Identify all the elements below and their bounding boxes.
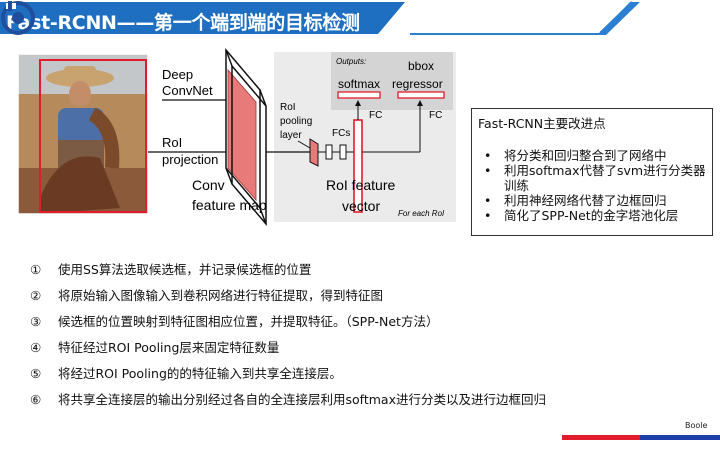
roi-feature-vector-label-2: vector xyxy=(342,198,380,214)
conv-feature-map xyxy=(225,48,267,227)
conv-feature-map-label-1: Conv xyxy=(192,177,225,193)
improvements-list: •将分类和回归整合到了网络中 •利用softmax代替了svm进行分类器训练 •… xyxy=(478,148,706,223)
fc-block-2 xyxy=(339,144,347,160)
step-6: ⑥ 将共享全连接层的输出分别经过各自的全连接层利用softmax进行分类以及进行边… xyxy=(30,392,690,418)
improvements-title: Fast-RCNN主要改进点 xyxy=(478,116,606,131)
roi-projection-label-1: RoI xyxy=(162,135,182,150)
list-item: •利用神经网络代替了边框回归 xyxy=(484,193,667,208)
page-title: Fast-RCNN——第一个端到端的目标检测 xyxy=(6,12,360,34)
fast-rcnn-architecture-diagram: Deep ConvNet RoI projection Conv feature… xyxy=(17,48,456,227)
list-item: •简化了SPP-Net的金字塔池化层 xyxy=(484,208,679,223)
regressor-label: regressor xyxy=(392,77,443,91)
roi-pooling-label-2: pooling xyxy=(280,116,312,127)
softmax-output-block xyxy=(337,91,381,99)
improvements-box: Fast-RCNN主要改进点 •将分类和回归整合到了网络中 •利用softmax… xyxy=(471,108,713,236)
step-1: ① 使用SS算法选取候选框，并记录候选框的位置 xyxy=(30,262,690,288)
bullet-icon: • xyxy=(484,193,492,208)
bbox-output-block xyxy=(397,91,445,99)
title-banner: Fast-RCNN——第一个端到端的目标检测 xyxy=(0,0,720,42)
conv-feature-map-label-2: feature map xyxy=(192,197,267,213)
fc-label-bbox: FC xyxy=(429,110,442,121)
step-number: ⑥ xyxy=(30,392,42,407)
roi-pooling-label-1: RoI xyxy=(280,102,296,113)
roi-feature-vector-label-1: RoI feature xyxy=(326,177,395,193)
outputs-label: Outputs: xyxy=(336,57,366,66)
list-item: •将分类和回归整合到了网络中 xyxy=(484,148,667,163)
deep-convnet-label-2: ConvNet xyxy=(162,83,213,98)
step-number: ② xyxy=(30,288,42,303)
step-2: ② 将原始输入图像输入到卷积网络进行特征提取，得到特征图 xyxy=(30,288,690,314)
banner-shape xyxy=(0,1,640,35)
fcs-label: FCs xyxy=(332,128,350,139)
step-text: 使用SS算法选取候选框，并记录候选框的位置 xyxy=(58,262,312,277)
outputs-panel xyxy=(331,52,453,110)
step-text: 将经过ROI Pooling的的特征输入到共享全连接层。 xyxy=(58,366,342,381)
roi-pool-block xyxy=(309,138,319,167)
fc-block-1 xyxy=(325,144,333,160)
bullet-icon: • xyxy=(484,163,492,178)
step-text: 特征经过ROI Pooling层来固定特征数量 xyxy=(58,340,280,355)
step-text: 候选框的位置映射到特征图相应位置，并提取特征。（SPP-Net方法） xyxy=(58,314,439,329)
step-number: ⑤ xyxy=(30,366,42,381)
for-each-roi-label: For each RoI xyxy=(398,209,445,218)
fc-label-softmax: FC xyxy=(369,110,382,121)
step-5: ⑤ 将经过ROI Pooling的的特征输入到共享全连接层。 xyxy=(30,366,690,392)
step-3: ③ 候选框的位置映射到特征图相应位置，并提取特征。（SPP-Net方法） xyxy=(30,314,690,340)
steps-list: ① 使用SS算法选取候选框，并记录候选框的位置 ② 将原始输入图像输入到卷积网络进行… xyxy=(30,262,690,418)
footer-bar-red xyxy=(562,435,640,440)
bullet-icon: • xyxy=(484,148,492,163)
list-item: •利用softmax代替了svm进行分类器训练 xyxy=(484,163,706,193)
step-number: ③ xyxy=(30,314,42,329)
input-photo xyxy=(18,54,148,214)
step-text: 将共享全连接层的输出分别经过各自的全连接层利用softmax进行分类以及进行边框… xyxy=(58,392,546,407)
image-border xyxy=(17,53,149,215)
bullet-icon: • xyxy=(484,208,492,223)
boole-logo-icon xyxy=(1,1,35,35)
step-number: ④ xyxy=(30,340,42,355)
deep-convnet-label-1: Deep xyxy=(162,67,193,82)
softmax-label: softmax xyxy=(338,77,380,91)
step-text: 将原始输入图像输入到卷积网络进行特征提取，得到特征图 xyxy=(58,288,384,303)
step-4: ④ 特征经过ROI Pooling层来固定特征数量 xyxy=(30,340,690,366)
brand-label: Boole xyxy=(685,421,708,430)
roi-box xyxy=(39,59,147,213)
footer-bar-blue xyxy=(640,435,720,440)
roi-projection-label-2: projection xyxy=(162,152,218,167)
roi-pooling-label-3: layer xyxy=(280,130,302,141)
bbox-label: bbox xyxy=(408,59,434,73)
step-number: ① xyxy=(30,262,42,277)
